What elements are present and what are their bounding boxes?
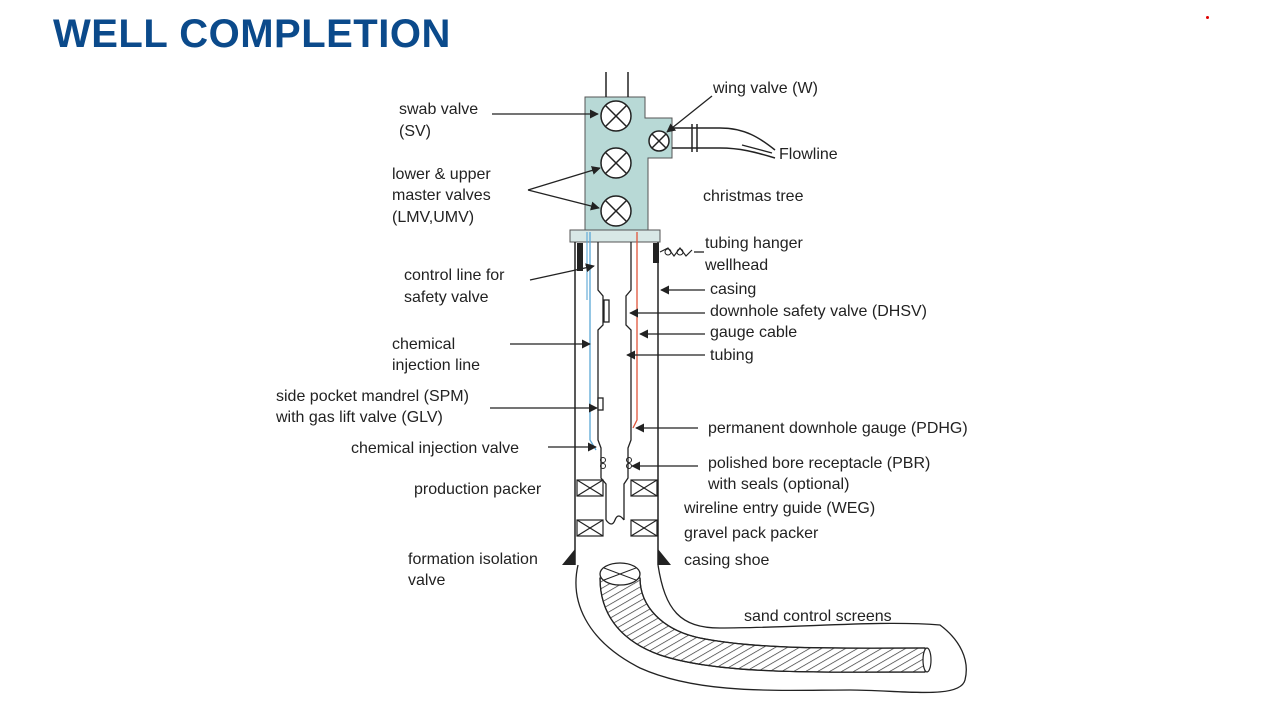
label-weg: wireline entry guide (WEG) bbox=[683, 500, 875, 517]
label-gravel-pack-packer: gravel pack packer bbox=[684, 525, 819, 542]
label-pbr-1: polished bore receptacle (PBR) bbox=[708, 455, 930, 472]
label-wing-valve: wing valve (W) bbox=[712, 80, 818, 97]
casing-walls bbox=[574, 242, 659, 565]
control-line bbox=[589, 232, 597, 451]
label-fiv-2: valve bbox=[408, 572, 445, 589]
label-pbr-2: with seals (optional) bbox=[707, 476, 849, 493]
label-swab-valve-abbr: (SV) bbox=[399, 123, 431, 140]
gravel-pack-packer-symbol bbox=[576, 519, 658, 537]
pbr-seals bbox=[600, 457, 632, 469]
label-gauge-cable: gauge cable bbox=[710, 324, 797, 341]
label-pdhg: permanent downhole gauge (PDHG) bbox=[708, 420, 968, 437]
label-control-line-2: safety valve bbox=[404, 289, 489, 306]
upper-master-valve-symbol bbox=[600, 147, 632, 179]
lower-master-valve-symbol bbox=[600, 195, 632, 227]
production-packer-symbol bbox=[576, 479, 658, 497]
label-casing: casing bbox=[710, 281, 756, 298]
page-title: WELL COMPLETION bbox=[53, 12, 451, 56]
label-control-line-1: control line for bbox=[404, 267, 505, 284]
label-tubing-hanger: tubing hanger bbox=[705, 235, 804, 252]
flowline-pipe bbox=[672, 124, 776, 159]
label-master-valves-2: master valves bbox=[392, 187, 491, 204]
label-chem-valve: chemical injection valve bbox=[351, 440, 519, 457]
red-marker-dot bbox=[1206, 16, 1209, 19]
wing-valve-symbol bbox=[648, 130, 670, 152]
label-tubing: tubing bbox=[710, 347, 754, 364]
gauge-cable bbox=[632, 232, 638, 429]
label-production-packer: production packer bbox=[414, 481, 542, 498]
sand-control-screens bbox=[599, 577, 926, 673]
swab-valve-symbol bbox=[600, 100, 632, 132]
label-dhsv: downhole safety valve (DHSV) bbox=[710, 303, 927, 320]
label-spm-1: side pocket mandrel (SPM) bbox=[276, 388, 469, 405]
label-wellhead: wellhead bbox=[704, 257, 768, 274]
casing-shoe bbox=[562, 549, 671, 565]
leader-arrows bbox=[490, 95, 773, 471]
label-swab-valve: swab valve bbox=[399, 101, 478, 118]
label-fiv-1: formation isolation bbox=[408, 551, 538, 568]
label-sand-screens: sand control screens bbox=[744, 608, 892, 625]
label-casing-shoe: casing shoe bbox=[684, 552, 769, 569]
label-chem-line-2: injection line bbox=[392, 357, 480, 374]
label-flowline: Flowline bbox=[779, 146, 838, 163]
label-master-valves-3: (LMV,UMV) bbox=[392, 209, 474, 226]
label-master-valves-1: lower & upper bbox=[392, 166, 491, 183]
label-christmas-tree: christmas tree bbox=[703, 188, 804, 205]
label-spm-2: with gas lift valve (GLV) bbox=[275, 409, 443, 426]
label-chem-line-1: chemical bbox=[392, 336, 455, 353]
